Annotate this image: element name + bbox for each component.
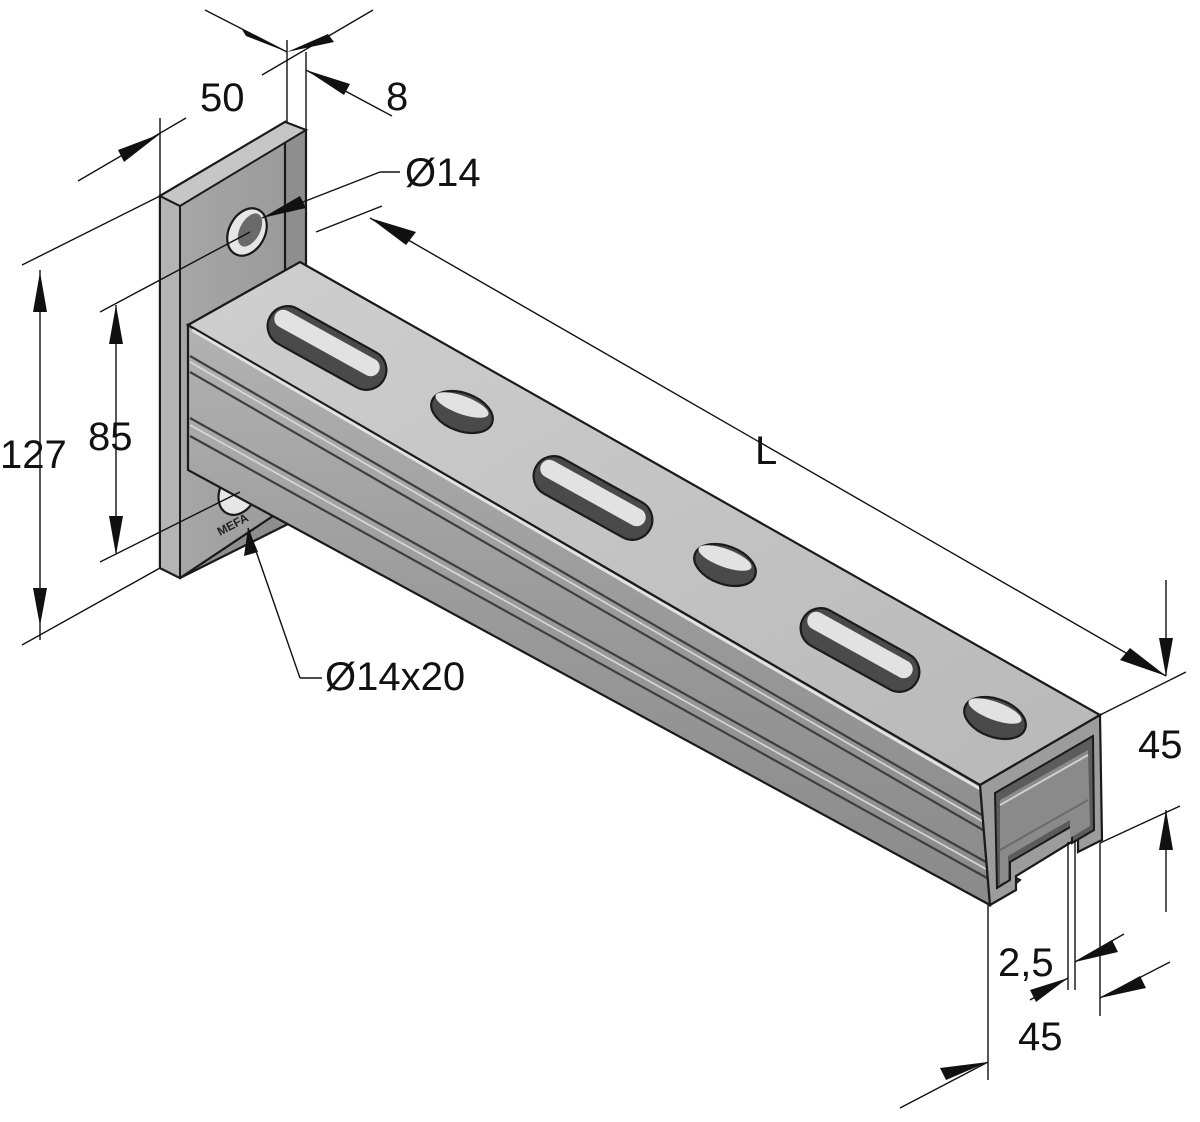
dimension-labels: 50 8 Ø14 Ø14x20 127 85 L 45 2,5 45 [0,75,1183,1059]
dim-hole-spacing: 85 [88,415,133,459]
top-hole-3 [963,695,1027,741]
top-hole-1 [430,389,494,435]
top-slot-1 [266,305,388,391]
dim-plate-thickness: 8 [386,75,408,119]
top-hole-2 [693,542,757,588]
top-slot-2 [532,455,654,541]
channel-arm [185,260,1104,907]
dim-plate-height: 127 [0,433,67,477]
channel-end-profile [978,713,1104,907]
dim-plate-width: 50 [200,76,245,120]
dim-arm-length: L [755,429,777,473]
dim-hole-diameter: Ø14 [405,151,481,195]
channel-ribs [189,355,988,879]
dim-slot-size: Ø14x20 [325,655,465,699]
top-slot-3 [799,607,921,693]
dim-channel-height: 45 [1138,723,1183,767]
dimension-lines [21,9,1187,1109]
dim-channel-width: 45 [1018,1015,1063,1059]
dim-wall-thickness: 2,5 [998,941,1054,985]
